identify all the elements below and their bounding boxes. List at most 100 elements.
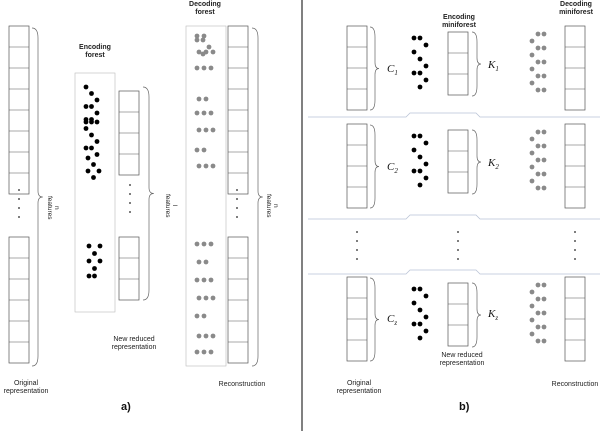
encoder-dot	[83, 145, 89, 151]
encoder-dot	[92, 273, 97, 279]
reduced-column-a-bottom-frame	[118, 236, 140, 301]
ellipsis-dot	[236, 207, 238, 209]
decoder-dot-group-z	[535, 282, 541, 288]
decoder-dot	[201, 110, 207, 116]
ellipsis-dot	[129, 202, 131, 204]
ellipsis-dot	[18, 198, 20, 200]
decoder-dot	[203, 295, 209, 301]
decoder-dot	[194, 349, 200, 355]
decoder-dot	[194, 110, 200, 116]
decoder-dot	[201, 147, 207, 153]
decoder-dot-group-z	[541, 296, 547, 302]
encoder-dot	[86, 258, 92, 264]
decoder-dot-group-2	[535, 185, 541, 191]
ellipsis-dot	[574, 231, 576, 233]
decoder-dot-group-1	[529, 38, 535, 44]
ellipsis-dot	[129, 211, 131, 213]
ellipsis-dot	[356, 240, 358, 242]
decoder-dot-group-2	[541, 143, 547, 149]
encoder-dot	[86, 273, 92, 279]
decoder-dot	[194, 313, 200, 319]
decoder-dot-group-1	[541, 73, 547, 79]
decoder-dot	[196, 127, 202, 133]
decoder-dot	[208, 349, 214, 355]
decoder-dot	[210, 127, 216, 133]
decoder-dot-group-1	[535, 73, 541, 79]
decoder-dot-group-1	[541, 59, 547, 65]
cz-label: Cz	[387, 313, 398, 328]
encoder-dot	[92, 251, 97, 256]
reconstruction-label-b: Reconstruction	[551, 381, 599, 388]
decoder-dot-group-2	[535, 129, 541, 135]
decoder-dot-group-2	[541, 185, 547, 191]
encoder-dot-group-2	[411, 133, 417, 139]
decoder-dot	[196, 49, 202, 55]
k-brace-group-2	[471, 129, 482, 195]
decoder-dot-group-z	[529, 289, 535, 295]
ellipsis-dot	[457, 231, 459, 233]
decoding-forest-frame	[185, 25, 227, 367]
decoder-dot-group-1	[535, 59, 541, 65]
panel-b-label: b)	[459, 401, 470, 413]
decoder-dot-group-1	[535, 31, 541, 37]
decoder-dot	[208, 65, 214, 71]
decoder-dot	[196, 333, 202, 339]
decoder-dot-group-2	[535, 171, 541, 177]
encoder-dot-group-1	[417, 84, 423, 90]
k1-label: K1	[488, 59, 499, 74]
encoder-dot-group-1	[423, 42, 429, 48]
c-brace-group-1	[369, 26, 380, 111]
ellipsis-dot	[18, 189, 20, 191]
ellipsis-dot	[457, 240, 459, 242]
decoder-dot	[200, 37, 206, 43]
encoder-dot	[94, 97, 100, 103]
decoder-dot-group-z	[529, 317, 535, 323]
encoder-dot	[83, 84, 89, 90]
decoder-dot	[201, 349, 207, 355]
n-features-reconstruction-brace	[251, 27, 263, 367]
decoder-dot	[194, 37, 200, 43]
n-features-brace	[31, 27, 43, 367]
decoder-dot-group-2	[541, 171, 547, 177]
decoder-dot	[194, 241, 200, 247]
ellipsis-dot	[457, 249, 459, 251]
encoder-dot	[94, 110, 100, 116]
encoder-dot	[89, 145, 94, 151]
encoder-dot	[85, 155, 91, 161]
ellipsis-dot	[236, 189, 238, 191]
ellipsis-dot	[18, 216, 20, 218]
decoder-dot	[196, 163, 202, 169]
reduced-column-group-1-frame	[447, 31, 469, 96]
encoder-dot	[89, 119, 94, 125]
kz-label: Kz	[488, 308, 499, 323]
group-separator	[308, 214, 600, 220]
encoder-dot	[91, 175, 96, 180]
decoder-dot-group-2	[529, 150, 535, 156]
encoder-dot-group-z	[423, 314, 429, 320]
decoder-dot-group-1	[541, 31, 547, 37]
encoder-dot-group-1	[417, 70, 423, 76]
encoder-dot-group-z	[411, 321, 417, 327]
encoder-dot-group-1	[411, 49, 417, 55]
decoder-dot	[203, 96, 209, 102]
encoder-dot-group-z	[411, 300, 417, 306]
encoder-dot	[83, 119, 89, 125]
ellipsis-dot	[457, 258, 459, 260]
decoder-dot-group-2	[535, 143, 541, 149]
encoding-forest-frame	[74, 72, 116, 313]
ellipsis-dot	[129, 193, 131, 195]
encoder-dot-group-1	[411, 70, 417, 76]
ellipsis-dot	[236, 216, 238, 218]
encoder-dot-group-2	[423, 161, 429, 167]
encoder-dot	[97, 243, 103, 249]
encoder-dot-group-z	[417, 307, 423, 313]
encoder-dot	[86, 243, 92, 249]
encoder-dot-group-1	[411, 35, 417, 41]
